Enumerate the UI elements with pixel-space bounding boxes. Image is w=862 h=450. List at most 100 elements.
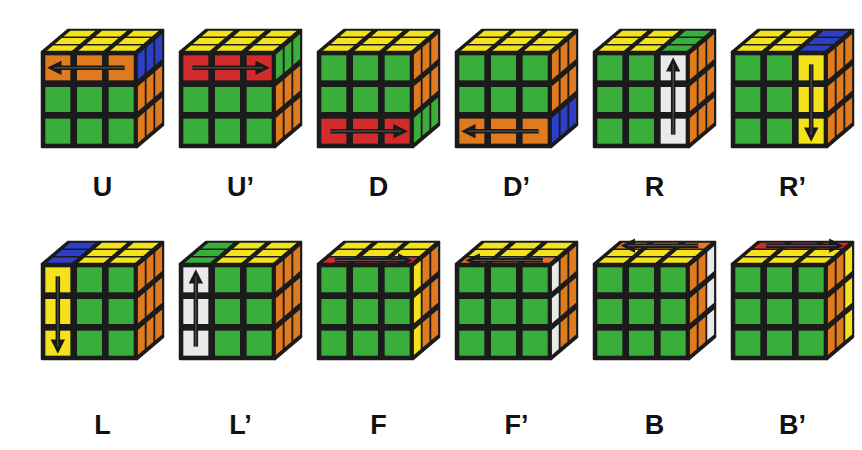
turn-arrow-shine: [673, 64, 674, 134]
cube-sticker: [321, 87, 346, 112]
cube-sticker: [828, 261, 835, 292]
turn-arrow: [468, 129, 538, 134]
cube-sticker: [247, 87, 272, 112]
cube-sticker: [147, 285, 154, 316]
cube-sticker: [265, 31, 297, 37]
cube-sticker: [431, 309, 438, 340]
cube-sticker: [193, 38, 225, 44]
cube-sticker: [155, 34, 162, 65]
cube-sticker: [184, 45, 216, 51]
cube-sticker: [265, 243, 297, 249]
cube-sticker: [509, 31, 541, 37]
cube-sticker: [118, 38, 150, 44]
cube: [318, 242, 439, 359]
cube-sticker: [735, 299, 760, 324]
cube-face: [275, 242, 301, 359]
cube-sticker: [532, 250, 564, 256]
cube-sticker: [414, 261, 421, 292]
cube-sticker: [353, 87, 378, 112]
cube-sticker: [561, 253, 568, 284]
cube-sticker: [276, 261, 283, 292]
turn-arrow-shine: [195, 276, 196, 346]
cube-sticker: [670, 250, 702, 256]
cube-sticker: [353, 267, 378, 292]
cube-sticker: [699, 73, 706, 104]
move-label: B’: [779, 412, 806, 439]
cube: [318, 30, 439, 147]
cube-sticker: [828, 292, 835, 323]
cube-sticker: [110, 45, 142, 51]
cube: [456, 242, 577, 359]
cube-sticker: [202, 31, 234, 37]
cube-sticker: [845, 246, 852, 277]
cube-sticker: [837, 73, 844, 104]
cube-sticker: [423, 253, 430, 284]
cube-sticker: [340, 243, 372, 249]
cube-sticker: [523, 331, 548, 356]
turn-arrow: [335, 258, 405, 263]
cube-sticker: [431, 97, 438, 128]
cube-sticker: [552, 112, 559, 143]
turn-arrow-shine: [192, 67, 262, 68]
cube-sticker: [431, 278, 438, 309]
cube-sticker: [552, 292, 559, 323]
cube-sticker: [322, 45, 354, 51]
move-label: D: [369, 174, 389, 201]
cube-sticker: [845, 278, 852, 309]
cube-face: [42, 52, 137, 147]
cube-sticker: [233, 31, 265, 37]
cube-sticker: [95, 31, 127, 37]
cube-sticker: [629, 119, 654, 144]
cube-sticker: [109, 87, 134, 112]
cube-sticker: [736, 257, 768, 263]
cube-sticker: [459, 55, 484, 80]
cube-sticker: [736, 45, 768, 51]
cube-sticker: [707, 97, 714, 128]
cube-sticker: [276, 49, 283, 80]
turn-arrow: [628, 243, 698, 248]
cube-sticker: [138, 292, 145, 323]
cube-sticker: [524, 45, 556, 51]
cube-sticker: [828, 324, 835, 355]
cube-sticker: [607, 38, 639, 44]
cube: [180, 242, 301, 359]
cube-sticker: [501, 250, 533, 256]
cube-sticker: [109, 119, 134, 144]
cube-sticker: [202, 243, 234, 249]
cube-sticker: [215, 119, 240, 144]
cube-sticker: [837, 285, 844, 316]
cube: [42, 30, 163, 147]
cube-sticker: [817, 31, 849, 37]
cube-sticker: [248, 257, 280, 263]
cube-sticker: [699, 41, 706, 72]
turn-arrow: [330, 129, 400, 134]
turn-arrow: [473, 258, 543, 263]
cube-sticker: [414, 80, 421, 111]
cube-sticker: [478, 243, 510, 249]
cube-face: [551, 242, 577, 359]
cube-sticker: [183, 87, 208, 112]
cube-sticker: [597, 87, 622, 112]
cube-sticker: [768, 257, 800, 263]
cube-sticker: [184, 257, 216, 263]
cube-sticker: [828, 49, 835, 80]
cube-sticker: [138, 112, 145, 143]
move-label: U’: [227, 174, 254, 201]
cube-sticker: [569, 66, 576, 97]
cube-sticker: [690, 324, 697, 355]
cube-sticker: [478, 31, 510, 37]
cube-sticker: [459, 267, 484, 292]
cube-sticker: [845, 66, 852, 97]
cube-sticker: [256, 38, 288, 44]
cube-sticker: [690, 112, 697, 143]
cube-sticker: [363, 250, 395, 256]
cube-sticker: [155, 278, 162, 309]
cube-sticker: [285, 73, 292, 104]
cube-sticker: [193, 250, 225, 256]
cube-sticker: [735, 87, 760, 112]
cube-face: [594, 264, 689, 359]
cube-sticker: [77, 331, 102, 356]
move-label: R’: [779, 174, 806, 201]
cube-sticker: [87, 38, 119, 44]
cube-sticker: [552, 80, 559, 111]
